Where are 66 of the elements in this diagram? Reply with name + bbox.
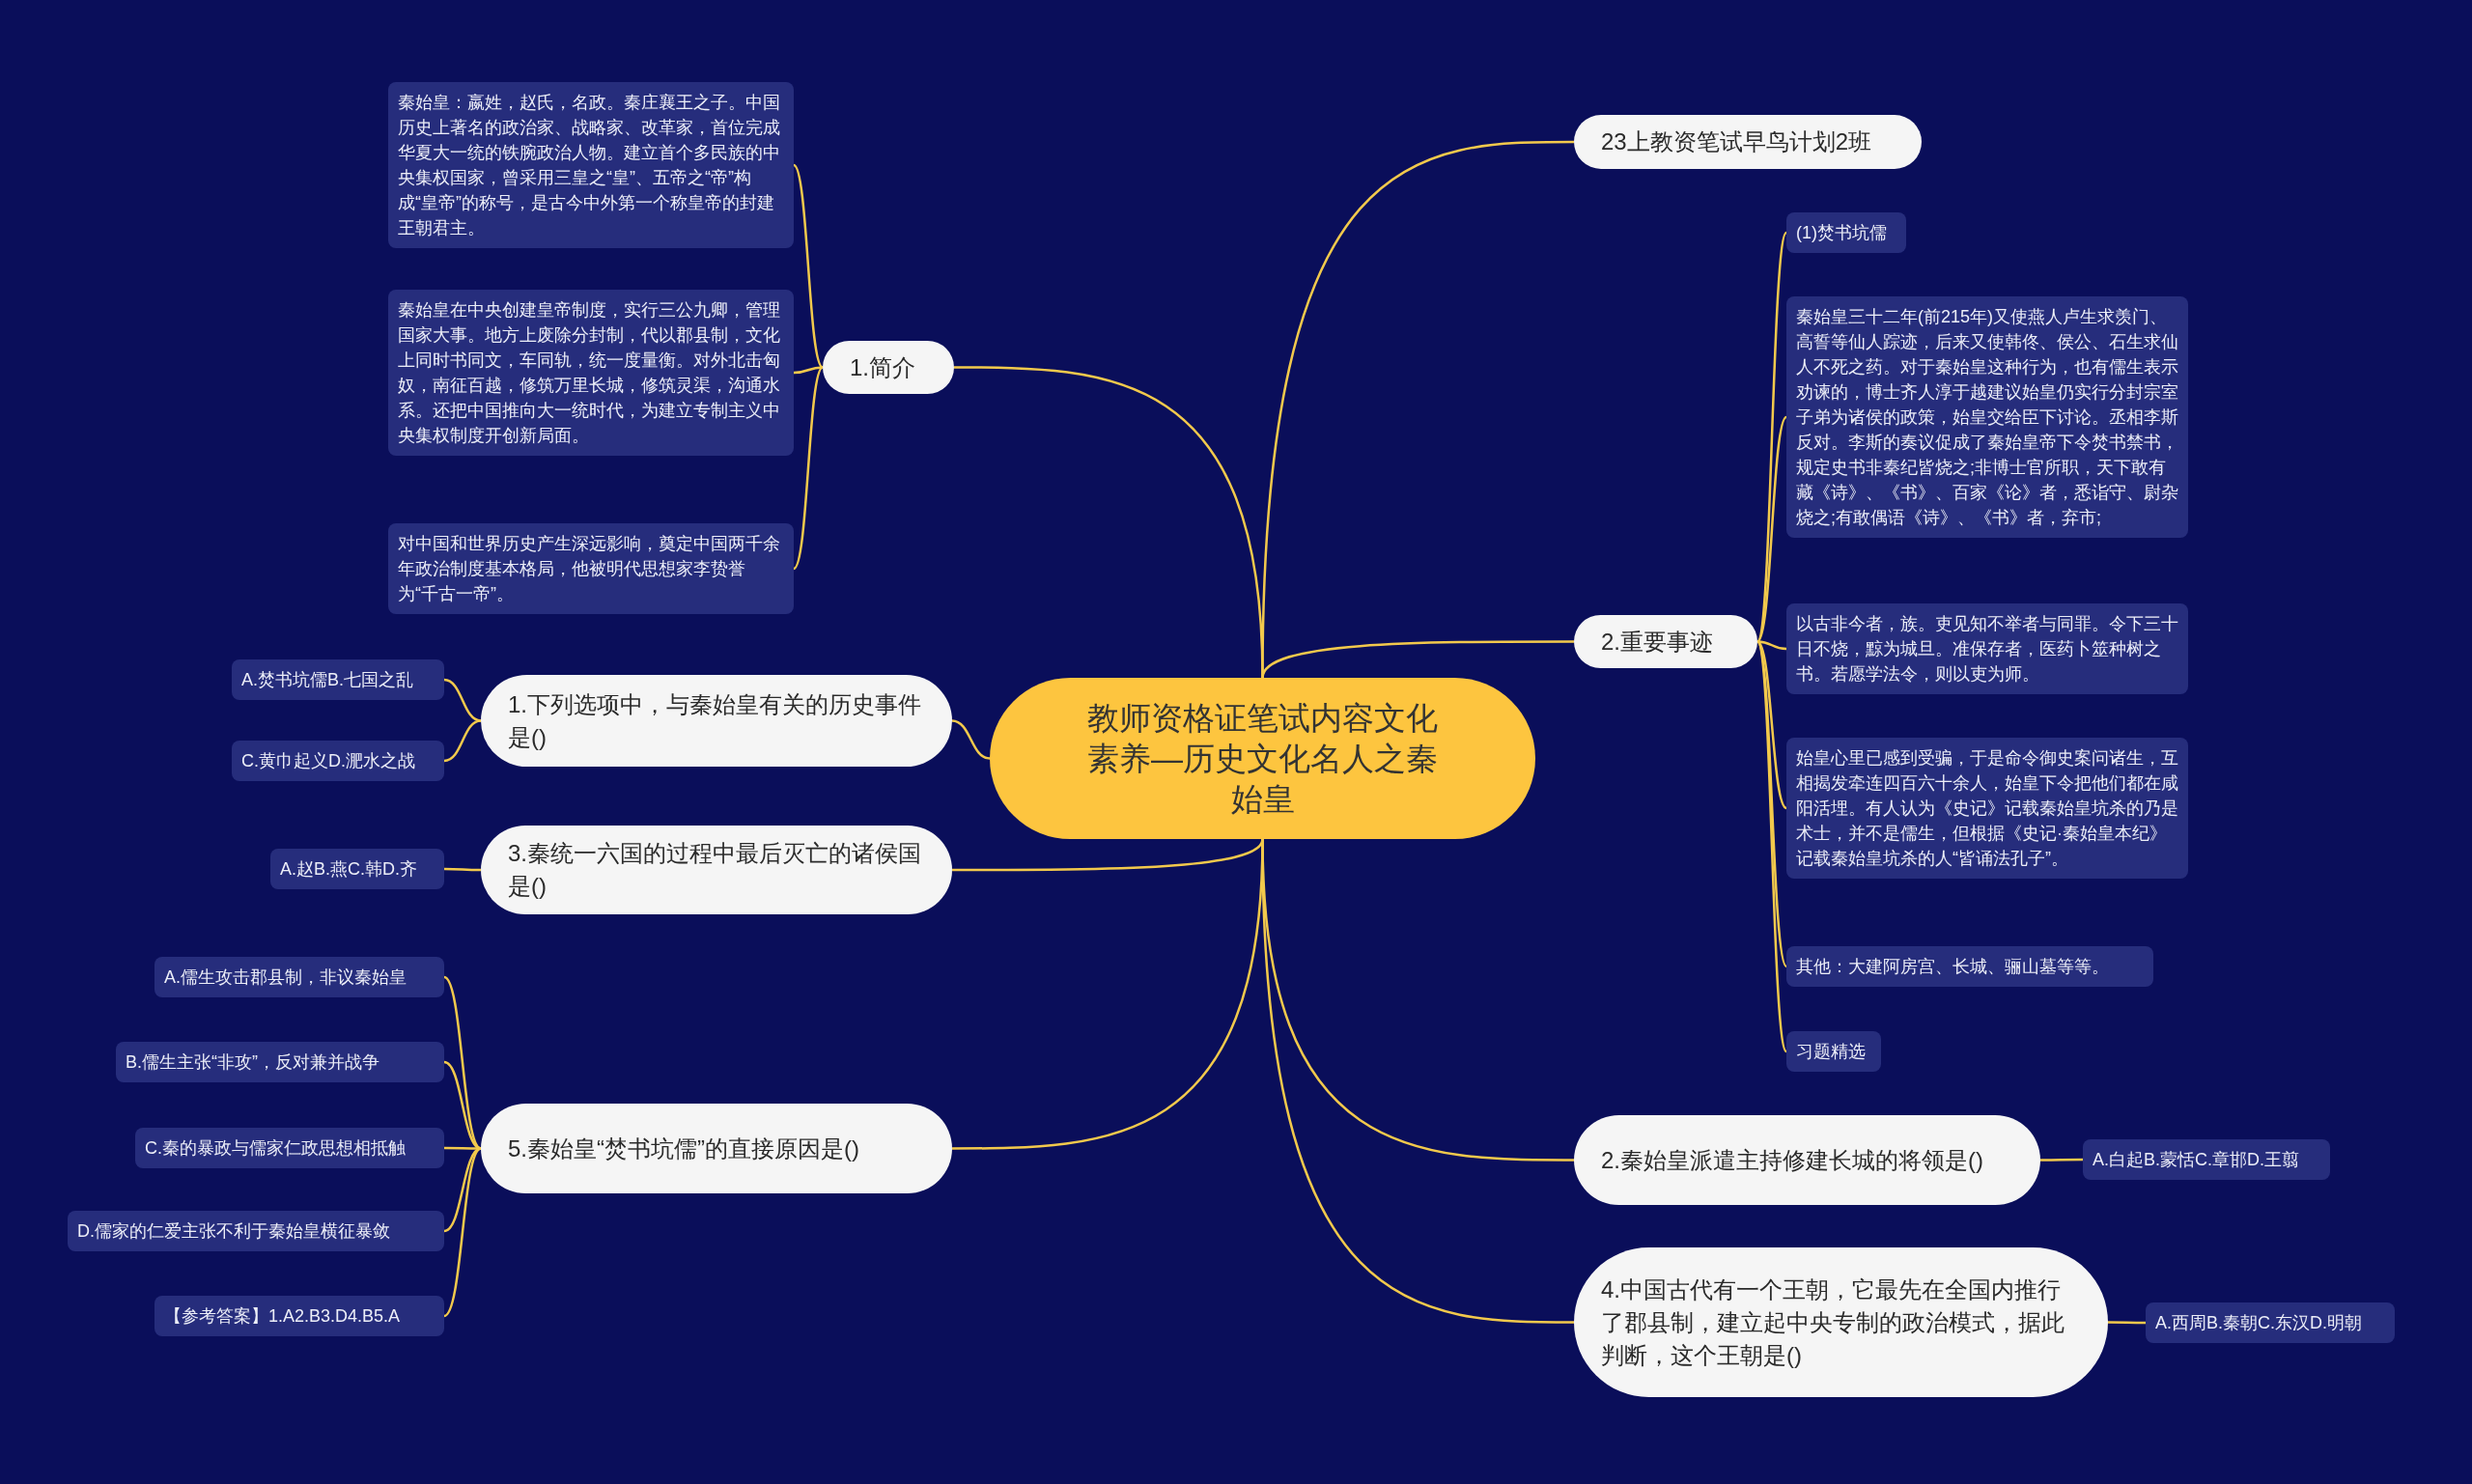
topic-pill — [1574, 615, 1757, 668]
connector — [1756, 640, 1787, 651]
note-text: 对中国和世界历史产生深远影响，奠定中国两千余年政治制度基本格局，他被明代思想家李贽誉为“千古一帝”。 — [398, 534, 780, 603]
note-card — [1786, 738, 2188, 879]
note-text: 始皇心里已感到受骗，于是命令御史案问诸生，互相揭发牵连四百六十余人，始皇下令把他们都在咸阳活埋。有人认为《史记》记载秦始皇坑杀的乃是术士，并不是儒生，但根据《史记·秦始皇本纪》记载秦始皇坑杀的人“皆诵法孔子”。 — [1796, 748, 2178, 868]
connector — [1756, 416, 1787, 643]
topic-text: 3.秦统一六国的过程中最后灭亡的诸侯国是() — [508, 839, 922, 901]
note-card — [232, 741, 444, 781]
note-card — [154, 1296, 444, 1336]
connector — [1261, 140, 1574, 679]
note-card — [232, 659, 444, 700]
connector — [2108, 1321, 2146, 1325]
note-card — [2083, 1139, 2330, 1180]
note-text: A.赵B.燕C.韩D.齐 — [280, 859, 417, 879]
connector — [951, 719, 991, 760]
topic-pill — [823, 341, 954, 394]
note-text: 以古非今者，族。吏见知不举者与同罪。令下三十日不烧，黥为城旦。准保存者，医药卜筮种树之书。若愿学法令，则以吏为师。 — [1796, 614, 2178, 684]
note-card — [1786, 1031, 1881, 1072]
note-text: C.秦的暴政与儒家仁政思想相抵触 — [145, 1138, 406, 1158]
connector — [444, 867, 481, 872]
note-text: (1)焚书坑儒 — [1796, 223, 1887, 242]
connector — [793, 164, 824, 369]
connector — [793, 366, 824, 375]
note-card — [68, 1211, 444, 1251]
note-text: 习题精选 — [1796, 1042, 1866, 1061]
note-text: 秦始皇三十二年(前215年)又使燕人卢生求羡门、高誓等仙人踪迹，后来又使韩佟、侯公、石生求仙人不死之药。对于秦始皇这种行为，也有儒生表示劝谏的，博士齐人淳于越建议始皇仍实行分封宗室子弟为诸侯的政策，始皇交给臣下讨论。丞相李斯反对。李斯的奏议促成了秦始皇帝下令焚书禁书，规定史书非秦纪皆烧之;非博士官所职，天下敢有藏《诗》、《书》、百家《论》者，悉诣守、尉杂烧之;有敢偶语《诗》、《书》者，弃市; — [1796, 307, 2178, 527]
note-text: 秦始皇在中央创建皇帝制度，实行三公九卿，管理国家大事。地方上废除分封制，代以郡县制，文化上同时书同文，车同轨，统一度量衡。对外北击匈奴，南征百越，修筑万里长城，修筑灵渠，沟通水系。还把中国推向大一统时代，为建立专制主义中央集权制度开创新局面。 — [398, 300, 780, 445]
note-text: 秦始皇：嬴姓，赵氏，名政。秦庄襄王之子。中国历史上著名的政治家、战略家、改革家，首位完成华夏大一统的铁腕政治人物。建立首个多民族的中央集权国家，曾采用三皇之“皇”、五帝之“帝”构成“皇帝”的称号，是古今中外第一个称皇帝的封建王朝君主。 — [398, 93, 780, 238]
connector — [1261, 838, 1574, 1324]
note-card — [388, 290, 794, 456]
note-text: 【参考答案】1.A2.B3.D4.B5.A — [164, 1306, 401, 1326]
note-text: D.儒家的仁爱主张不利于秦始皇横征暴敛 — [77, 1221, 390, 1241]
note-text: C.黄巾起义D.淝水之战 — [241, 751, 415, 770]
topic-text: 4.中国古代有一个王朝，它最先在全国内推行了郡县制，建立起中央专制的政治模式，据此判断，这个王朝是() — [1601, 1274, 2065, 1370]
note-card — [154, 957, 444, 997]
topic-pill — [1574, 115, 1922, 169]
note-card — [1786, 212, 1906, 253]
note-text: A.白起B.蒙恬C.章邯D.王翦 — [2093, 1150, 2299, 1169]
note-card — [1786, 603, 2188, 694]
connector — [443, 1060, 482, 1150]
note-card — [1786, 946, 2153, 987]
topic-text: 5.秦始皇“焚书坑儒”的直接原因是() — [508, 1134, 859, 1163]
note-text: 其他：大建阿房宫、长城、骊山墓等等。 — [1796, 957, 2109, 976]
central-topic-text: 教师资格证笔试内容文化素养—历史文化名人之秦始皇 — [1086, 698, 1439, 819]
topic-text: 2.秦始皇派遣主持修建长城的将领是() — [1601, 1145, 1983, 1175]
connector — [443, 1147, 482, 1317]
note-card — [135, 1128, 444, 1168]
connector — [443, 719, 482, 763]
note-text: A.焚书坑儒B.七国之乱 — [241, 670, 413, 689]
note-card — [2146, 1302, 2395, 1343]
note-card — [270, 849, 444, 889]
connector — [1261, 640, 1574, 679]
note-text: B.儒生主张“非攻”，反对兼并战争 — [126, 1052, 379, 1072]
topic-text: 1.简介 — [850, 352, 915, 382]
note-text: A.西周B.秦朝C.东汉D.明朝 — [2155, 1313, 2362, 1332]
note-card — [116, 1042, 444, 1082]
topic-text: 2.重要事迹 — [1601, 627, 1713, 657]
connector — [793, 366, 824, 570]
topic-text: 23上教资笔试早鸟计划2班 — [1601, 127, 1872, 156]
note-text: A.儒生攻击郡县制，非议秦始皇 — [164, 967, 407, 987]
connector — [2040, 1158, 2083, 1162]
connector — [444, 1146, 481, 1150]
note-card — [388, 523, 794, 614]
note-card — [388, 82, 794, 248]
topic-text: 1.下列选项中，与秦始皇有关的历史事件是() — [508, 689, 922, 752]
connector — [443, 678, 482, 722]
